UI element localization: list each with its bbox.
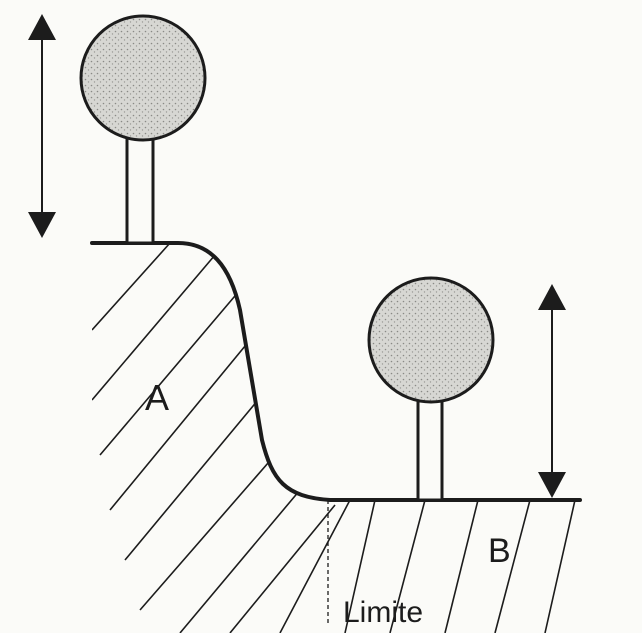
ground-hatching [92,243,576,633]
zone-a-label: A [145,377,169,418]
tree-a-trunk [125,136,155,245]
tree-b-icon [367,276,495,502]
ground-profile-line [90,241,582,502]
height-arrow-b-icon [538,284,566,498]
tree-a-icon [79,14,207,245]
height-arrow-a-icon [28,14,56,238]
limit-label: Limite [343,596,423,629]
tree-a-crown [79,14,207,142]
zone-b-label: B [488,532,511,570]
tree-b-trunk [416,393,444,502]
tree-b-crown [367,276,495,404]
